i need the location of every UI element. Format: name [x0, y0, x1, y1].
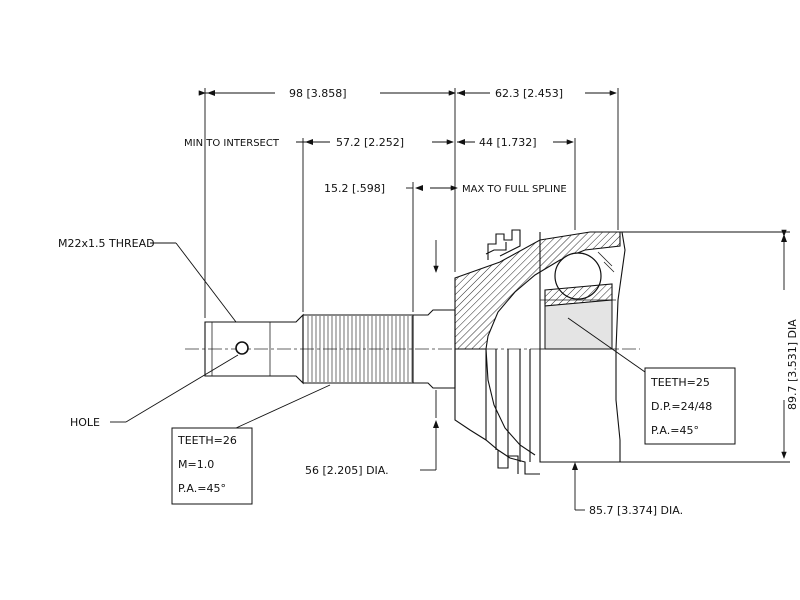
cotter-hole: [235, 341, 249, 355]
dim-overall-length: 98 [3.858]: [289, 87, 347, 100]
dim-spline-offset: 44 [1.732]: [479, 136, 537, 149]
spec-box-shaft-spline: TEETH=26 M=1.0 P.A.=45°: [171, 427, 253, 505]
label-hole: HOLE: [70, 416, 100, 429]
dim-neck-dia: 56 [2.205] DIA.: [305, 464, 389, 477]
dim-shaft-length: 57.2 [2.252]: [336, 136, 404, 149]
spec-inner-line-2: D.P.=24/48: [651, 400, 712, 413]
dim-outer-dia: 89.7 [3.531] DIA: [786, 319, 799, 410]
dimension-lines: [110, 88, 790, 511]
splined-shaft: [302, 314, 414, 384]
part-outline: [185, 229, 640, 475]
outer-race: [539, 231, 626, 463]
abs-ring: [485, 229, 521, 474]
spec-inner-line-1: TEETH=25: [650, 376, 710, 389]
dim-outer-length: 62.3 [2.453]: [495, 87, 563, 100]
dimension-text: 98 [3.858] 62.3 [2.453] MIN TO INTERSECT…: [58, 87, 799, 517]
dim-min-to-intersect: MIN TO INTERSECT: [184, 138, 280, 149]
bell-housing-section: [454, 231, 621, 350]
dim-spline-length: 15.2 [.598]: [324, 182, 385, 195]
dim-max-to-full-spline: MAX TO FULL SPLINE: [462, 184, 567, 195]
spec-inner-line-3: P.A.=45°: [651, 424, 699, 437]
spec-box-inner-spline: TEETH=25 D.P.=24/48 P.A.=45°: [644, 367, 736, 445]
dim-abs-dia: 85.7 [3.374] DIA.: [589, 504, 683, 517]
spec-shaft-line-3: P.A.=45°: [178, 482, 226, 495]
spec-shaft-line-1: TEETH=26: [177, 434, 237, 447]
label-thread: M22x1.5 THREAD: [58, 237, 155, 250]
spec-shaft-line-2: M=1.0: [178, 458, 214, 471]
